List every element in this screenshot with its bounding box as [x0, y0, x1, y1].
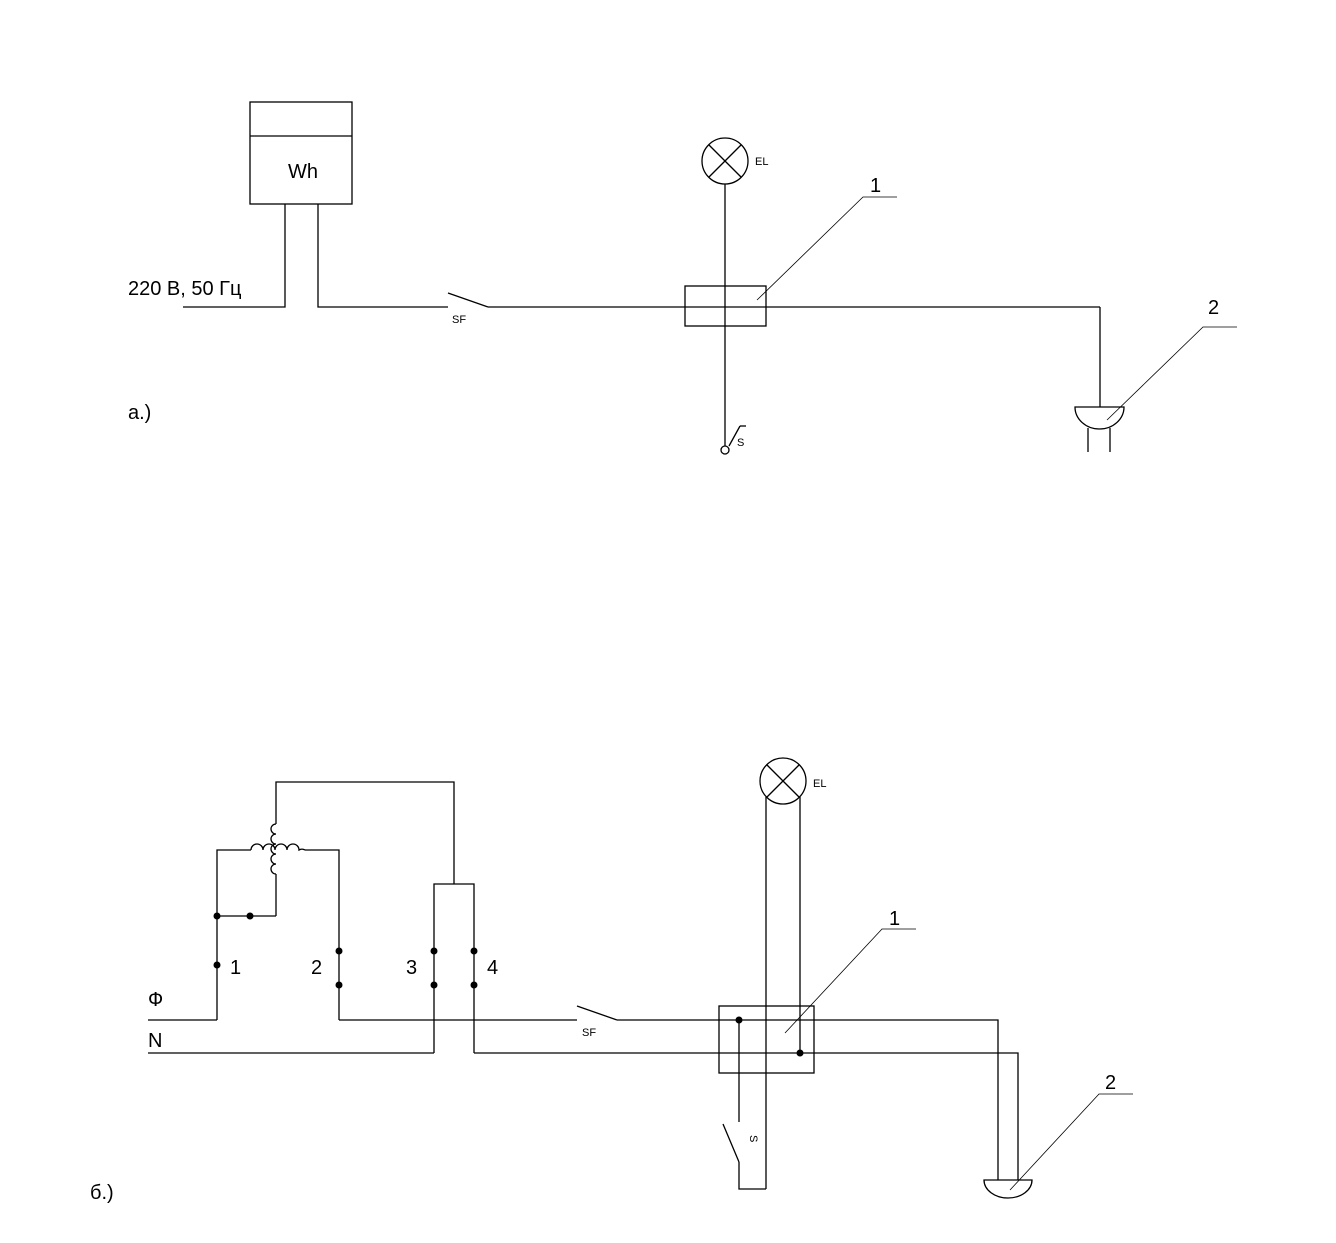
current-coil: [250, 843, 306, 852]
neutral-pass: [433, 883, 475, 1053]
lamp-el: [759, 757, 807, 805]
neutral-main: [474, 1052, 1019, 1180]
node: [213, 912, 221, 920]
switch-label: S: [747, 1135, 759, 1142]
supply-line: [183, 204, 286, 308]
terminal-3-label: 3: [406, 957, 417, 979]
node: [796, 1049, 804, 1057]
current-coil-left: [216, 849, 251, 1020]
switch-s: [722, 1123, 740, 1163]
callout-2-leader: [1106, 326, 1237, 421]
supply-label: 220 В, 50 Гц: [128, 278, 241, 300]
callout-1: 1: [889, 908, 900, 930]
voltage-coil: [270, 823, 277, 875]
caption-b: б.): [90, 1182, 114, 1204]
phase-main: [617, 1019, 999, 1180]
terminal-node: [213, 961, 221, 969]
node: [246, 912, 254, 920]
terminal-node: [335, 981, 343, 989]
voltage-coil-link: [275, 781, 455, 884]
terminal-1-label: 1: [230, 957, 241, 979]
neutral-label: N: [148, 1030, 162, 1052]
current-coil-right: [305, 849, 340, 1020]
terminal-node: [470, 947, 478, 955]
lamp-label: EL: [755, 156, 768, 168]
meter-label: Wh: [288, 161, 318, 183]
switch-label: S: [737, 437, 744, 449]
energy-meter: Wh: [249, 101, 353, 205]
callout-2: 2: [1105, 1072, 1116, 1094]
callout-1-leader: [784, 928, 916, 1034]
breaker-label: SF: [582, 1027, 596, 1039]
breaker-sf: [447, 292, 489, 308]
diagram-b: 1 2 3 4 Ф N SF EL S: [90, 757, 1133, 1204]
terminal-node: [430, 981, 438, 989]
switch-return: [738, 1162, 766, 1190]
breaker-sf: [576, 1005, 618, 1021]
terminal-node: [335, 947, 343, 955]
terminal-node: [470, 981, 478, 989]
callout-2-leader: [1009, 1093, 1133, 1191]
callout-1: 1: [870, 175, 881, 197]
socket: [983, 1179, 1033, 1199]
callout-2: 2: [1208, 297, 1219, 319]
meter-output-line: [317, 204, 448, 308]
breaker-label: SF: [452, 314, 466, 326]
lamp-label: EL: [813, 778, 826, 790]
terminal-2-label: 2: [311, 957, 322, 979]
callout-1-leader: [756, 196, 897, 301]
phase-label: Ф: [148, 989, 163, 1011]
terminal-node: [430, 947, 438, 955]
node: [735, 1016, 743, 1024]
caption-a: а.): [128, 402, 151, 424]
diagram-a: Wh 220 В, 50 Гц SF EL S: [128, 101, 1237, 455]
socket: [1074, 406, 1125, 452]
switch-s: [720, 425, 746, 455]
lamp-el: [701, 137, 749, 185]
terminal-4-label: 4: [487, 957, 498, 979]
